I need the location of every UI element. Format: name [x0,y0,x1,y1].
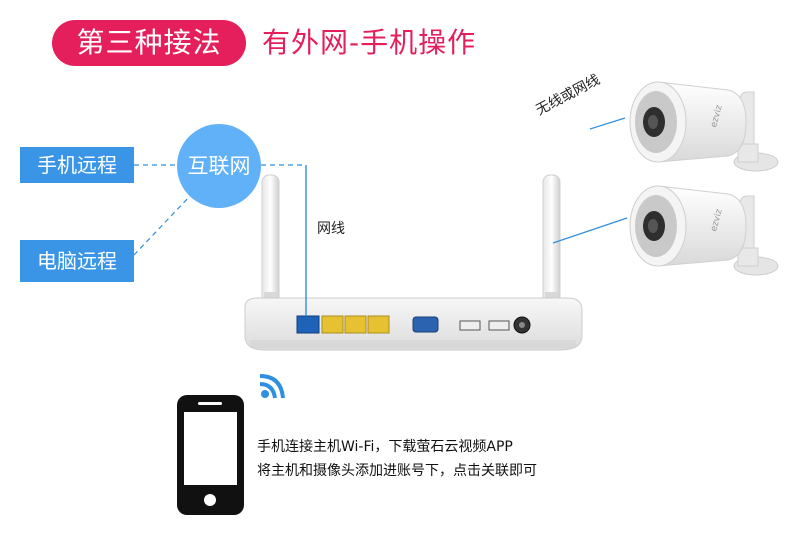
link-label-camera [589,117,626,130]
wifi-icon [259,374,285,399]
link-router-camera [552,217,628,244]
camera-1: ezviz [629,81,779,172]
wan-port [296,315,320,334]
remote-pc-label: 电脑远程 [20,240,134,282]
antenna-right [542,174,561,306]
instruction-line-2: 将主机和摄像头添加进账号下，点击关联即可 [257,463,537,479]
method-badge: 第三种接法 [52,20,246,66]
lan-port-3 [367,315,390,334]
remote-phone-label: 手机远程 [20,147,134,183]
vga-port [412,316,439,333]
link-pc-internet [133,195,191,256]
antenna-left [261,174,280,306]
usb-port-2 [488,320,510,331]
internet-node: 互联网 [177,124,261,208]
instruction-line-1: 手机连接主机Wi-Fi，下载萤石云视频APP [257,439,513,455]
lan-port-1 [321,315,344,334]
lan-port-2 [344,315,367,334]
camera-2: ezviz [629,185,779,276]
phone-icon [177,395,244,515]
usb-port-1 [459,320,481,331]
cable-label: 网线 [317,221,345,237]
page-subtitle: 有外网-手机操作 [262,26,477,59]
